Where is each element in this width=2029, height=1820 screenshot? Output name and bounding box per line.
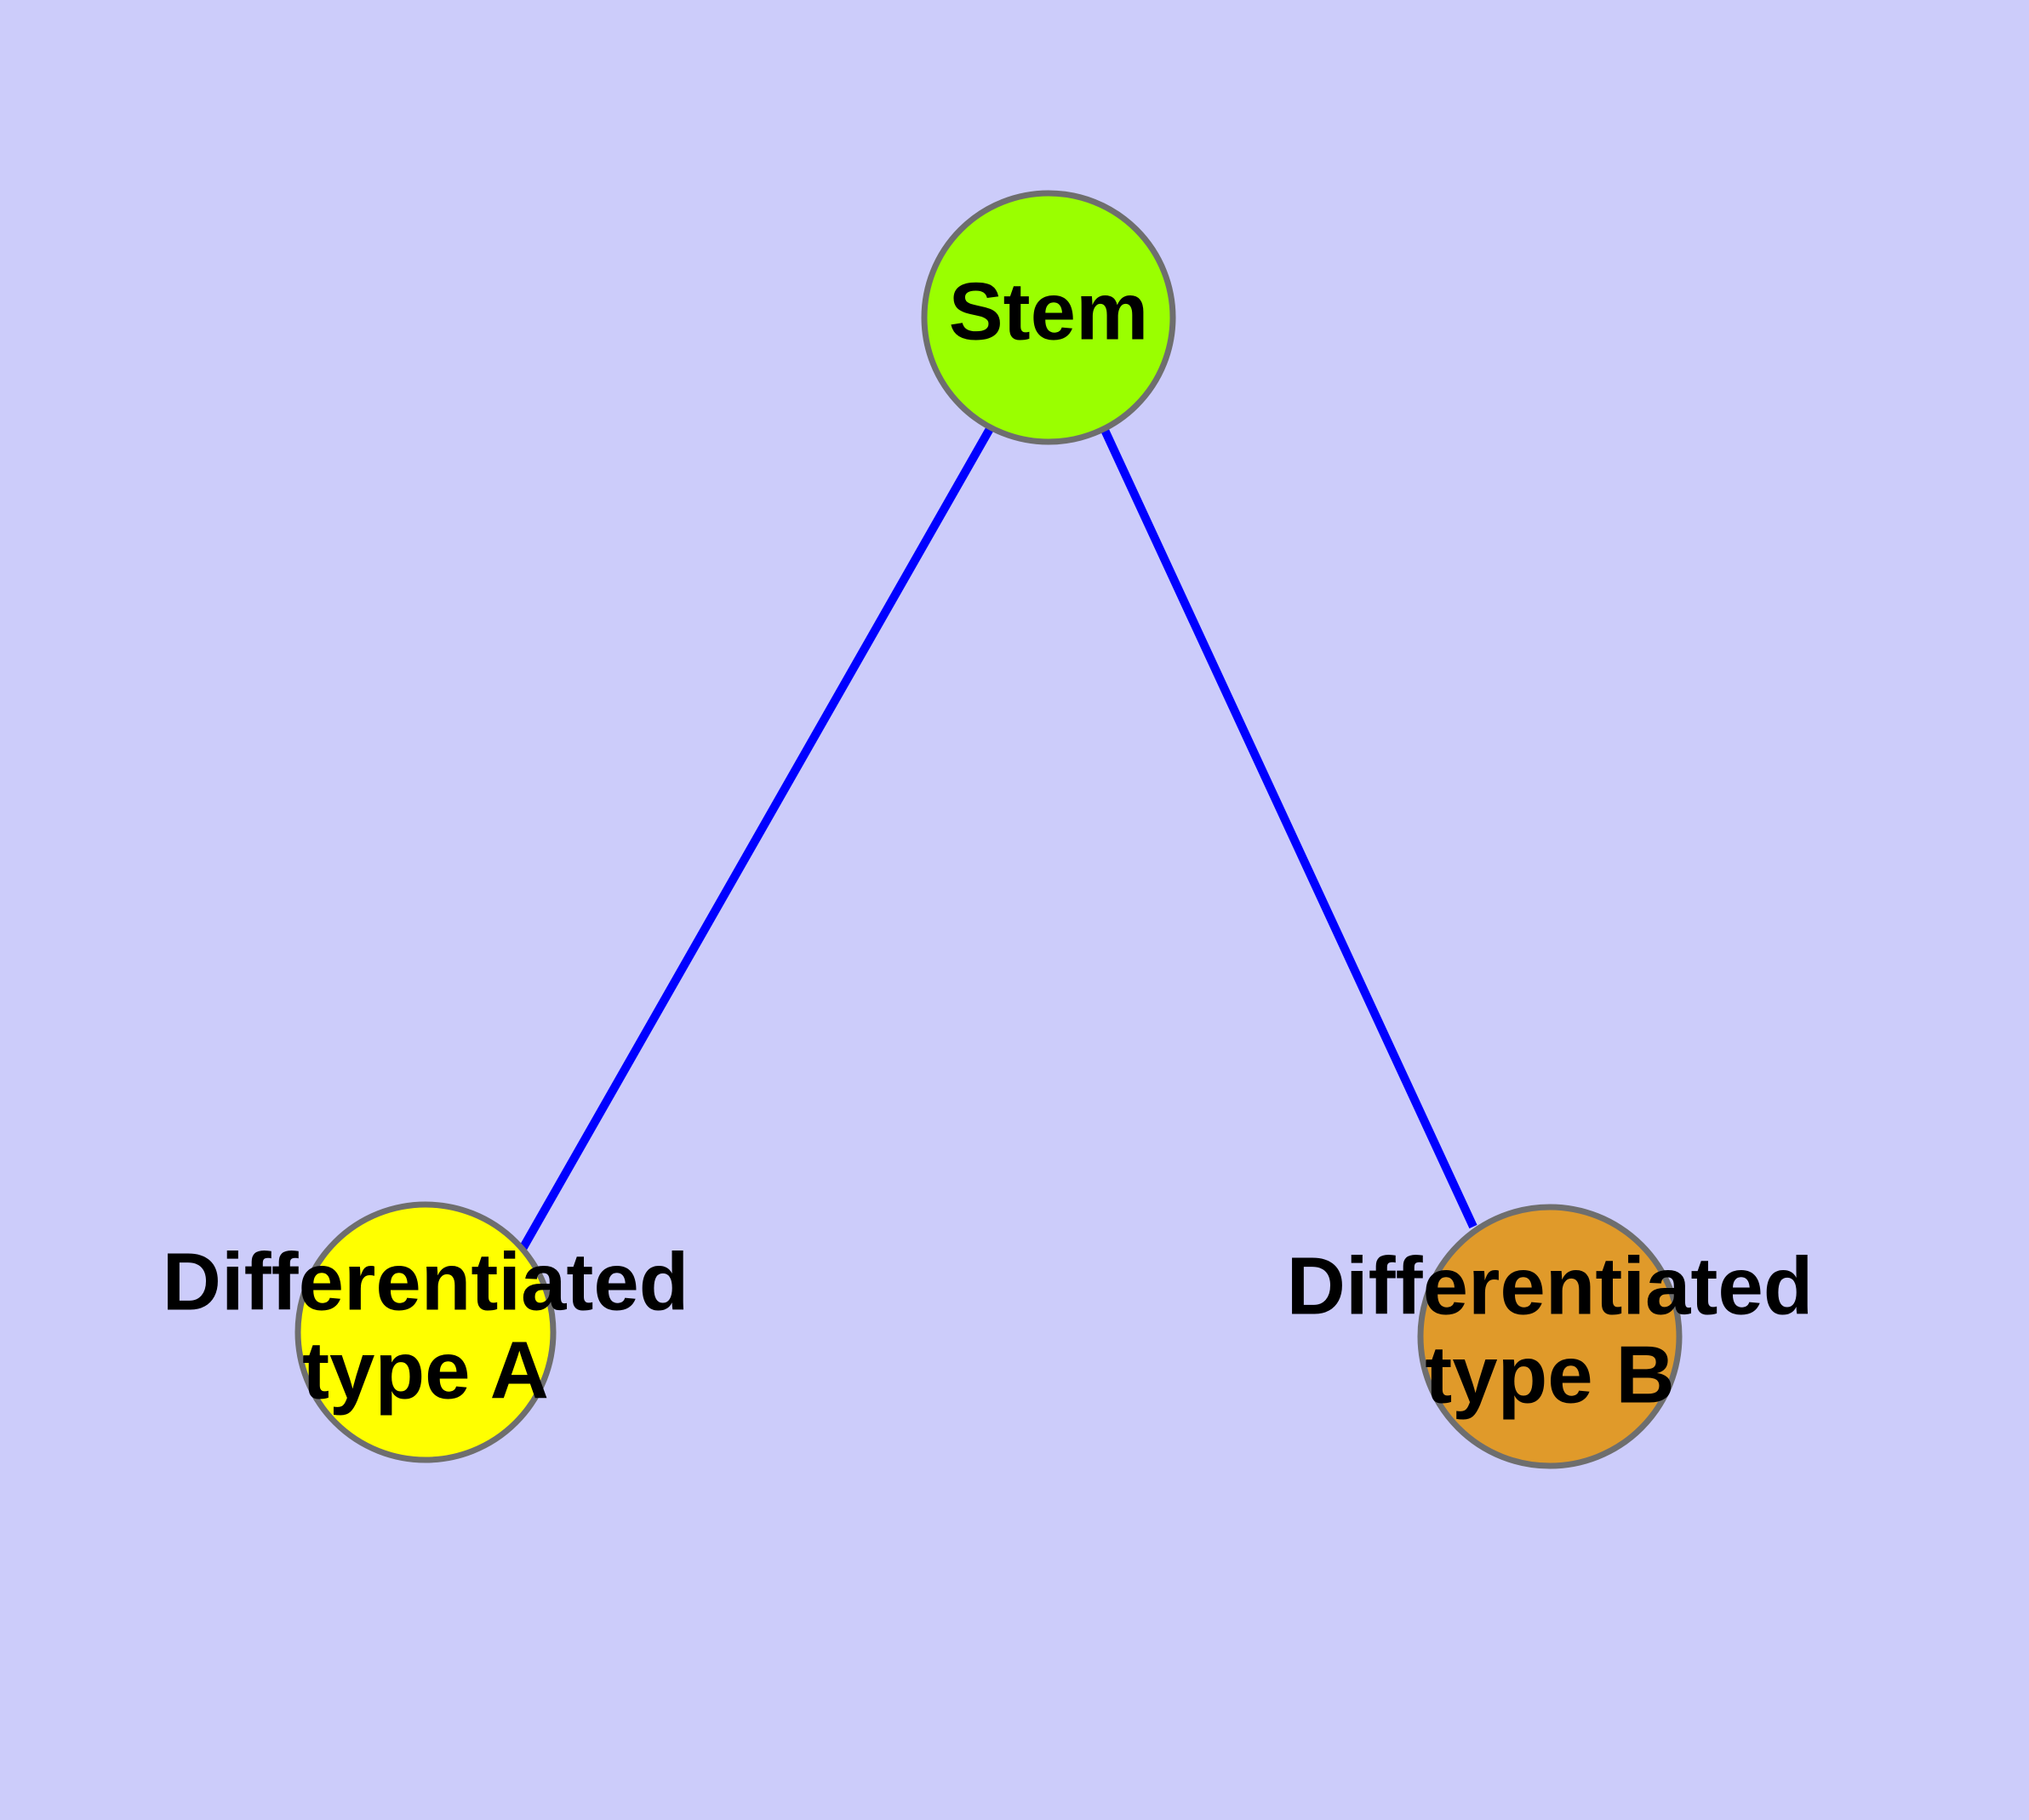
node-circle-stem[interactable] — [921, 190, 1176, 445]
node-label-stem-line-1: Stem — [949, 266, 1149, 357]
node-label-diff-b-line-1: Differentiated — [1287, 1240, 1814, 1331]
node-label-diff-a-line-2: type A — [302, 1325, 549, 1416]
node-label-diff-b-line-2: type B — [1425, 1329, 1674, 1420]
node-label-diff-a-line-1: Differentiated — [163, 1236, 689, 1327]
graph-edge-stem-to-diff-a[interactable] — [518, 425, 995, 1251]
graph-edge-stem-to-diff-b[interactable] — [1100, 426, 1477, 1229]
node-circle-diff-a[interactable] — [294, 1201, 557, 1463]
node-circle-diff-b[interactable] — [1417, 1204, 1683, 1469]
edges-layer — [518, 425, 1477, 1251]
graph-node-stem[interactable]: Stem — [921, 190, 1176, 445]
